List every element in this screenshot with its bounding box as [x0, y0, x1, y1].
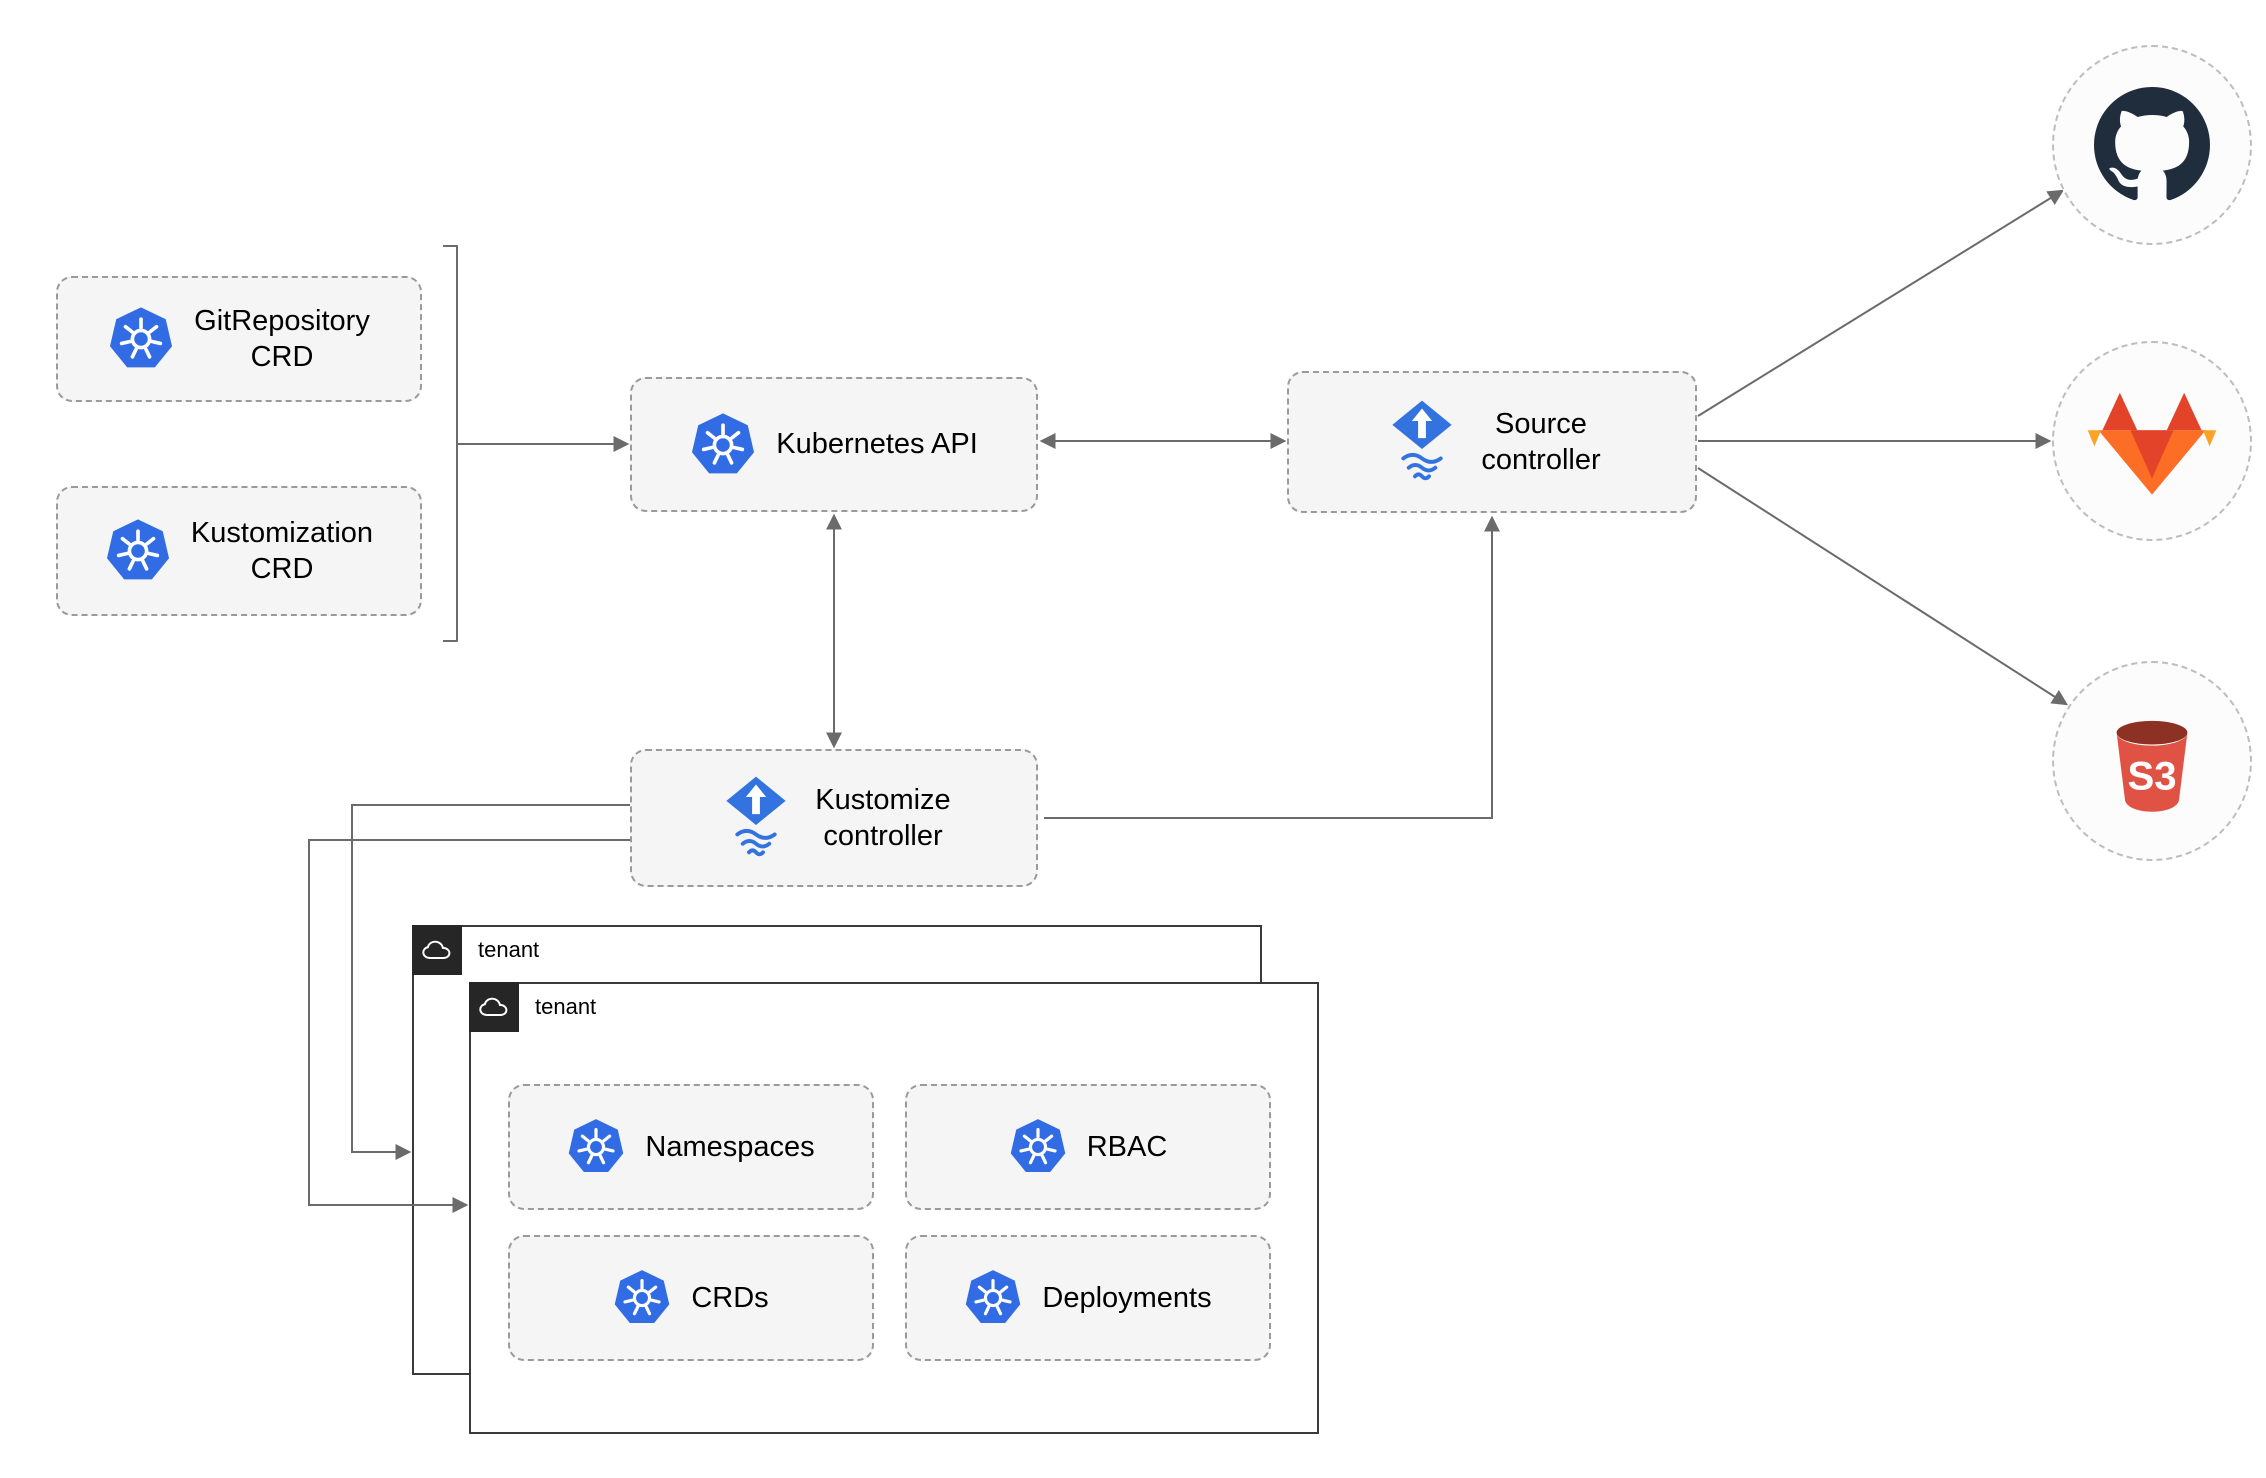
cloud-icon [469, 982, 519, 1032]
node-crds: CRDs [508, 1235, 874, 1361]
node-label: Kustomize controller [815, 783, 951, 852]
node-kustomization-crd: Kustomization CRD [56, 486, 422, 616]
kubernetes-icon [105, 518, 171, 584]
tenant-header: tenant [412, 925, 539, 975]
node-label: Kustomization CRD [190, 516, 374, 585]
node-gitrepository-crd: GitRepository CRD [56, 276, 422, 402]
node-label: Namespaces [645, 1130, 815, 1163]
node-label: CRDs [691, 1281, 769, 1314]
node-s3 [2052, 661, 2252, 861]
bracket-crd-group [443, 245, 458, 642]
cloud-icon [422, 940, 452, 961]
gitlab-tanuki-icon [2085, 374, 2219, 508]
node-label: Kubernetes API [776, 428, 978, 461]
kubernetes-icon [1009, 1118, 1067, 1176]
node-kustomize-controller: Kustomize controller [630, 749, 1038, 887]
s3-bucket-icon [2093, 702, 2211, 820]
node-label: Source controller [1481, 407, 1601, 476]
edge-kustomize-controller-to-source-controller [1044, 515, 1500, 819]
edge-source-controller-to-github [1697, 189, 2065, 417]
node-gitlab [2052, 341, 2252, 541]
kubernetes-icon [613, 1269, 671, 1327]
kubernetes-icon [964, 1269, 1022, 1327]
edge-source-controller-to-s3 [1697, 467, 2069, 706]
github-octocat-icon [2094, 87, 2210, 203]
tenant-container-front: tenant Namespaces RBAC CRDs Deployments [469, 982, 1319, 1434]
flux-icon [1383, 399, 1461, 485]
node-deployments: Deployments [905, 1235, 1271, 1361]
node-label: Deployments [1042, 1281, 1212, 1314]
node-github [2052, 45, 2252, 245]
node-rbac: RBAC [905, 1084, 1271, 1210]
kubernetes-icon [690, 412, 756, 478]
node-label: GitRepository CRD [194, 304, 370, 373]
kubernetes-icon [108, 306, 174, 372]
flux-icon [717, 775, 795, 861]
tenant-label: tenant [478, 937, 540, 962]
node-source-controller: Source controller [1287, 371, 1697, 513]
node-namespaces: Namespaces [508, 1084, 874, 1210]
cloud-icon [412, 925, 462, 975]
node-kubernetes-api: Kubernetes API [630, 377, 1038, 512]
kubernetes-icon [567, 1118, 625, 1176]
tenant-header: tenant [469, 982, 596, 1032]
cloud-icon [479, 997, 509, 1018]
node-label: RBAC [1086, 1130, 1168, 1163]
tenant-label: tenant [535, 994, 597, 1019]
